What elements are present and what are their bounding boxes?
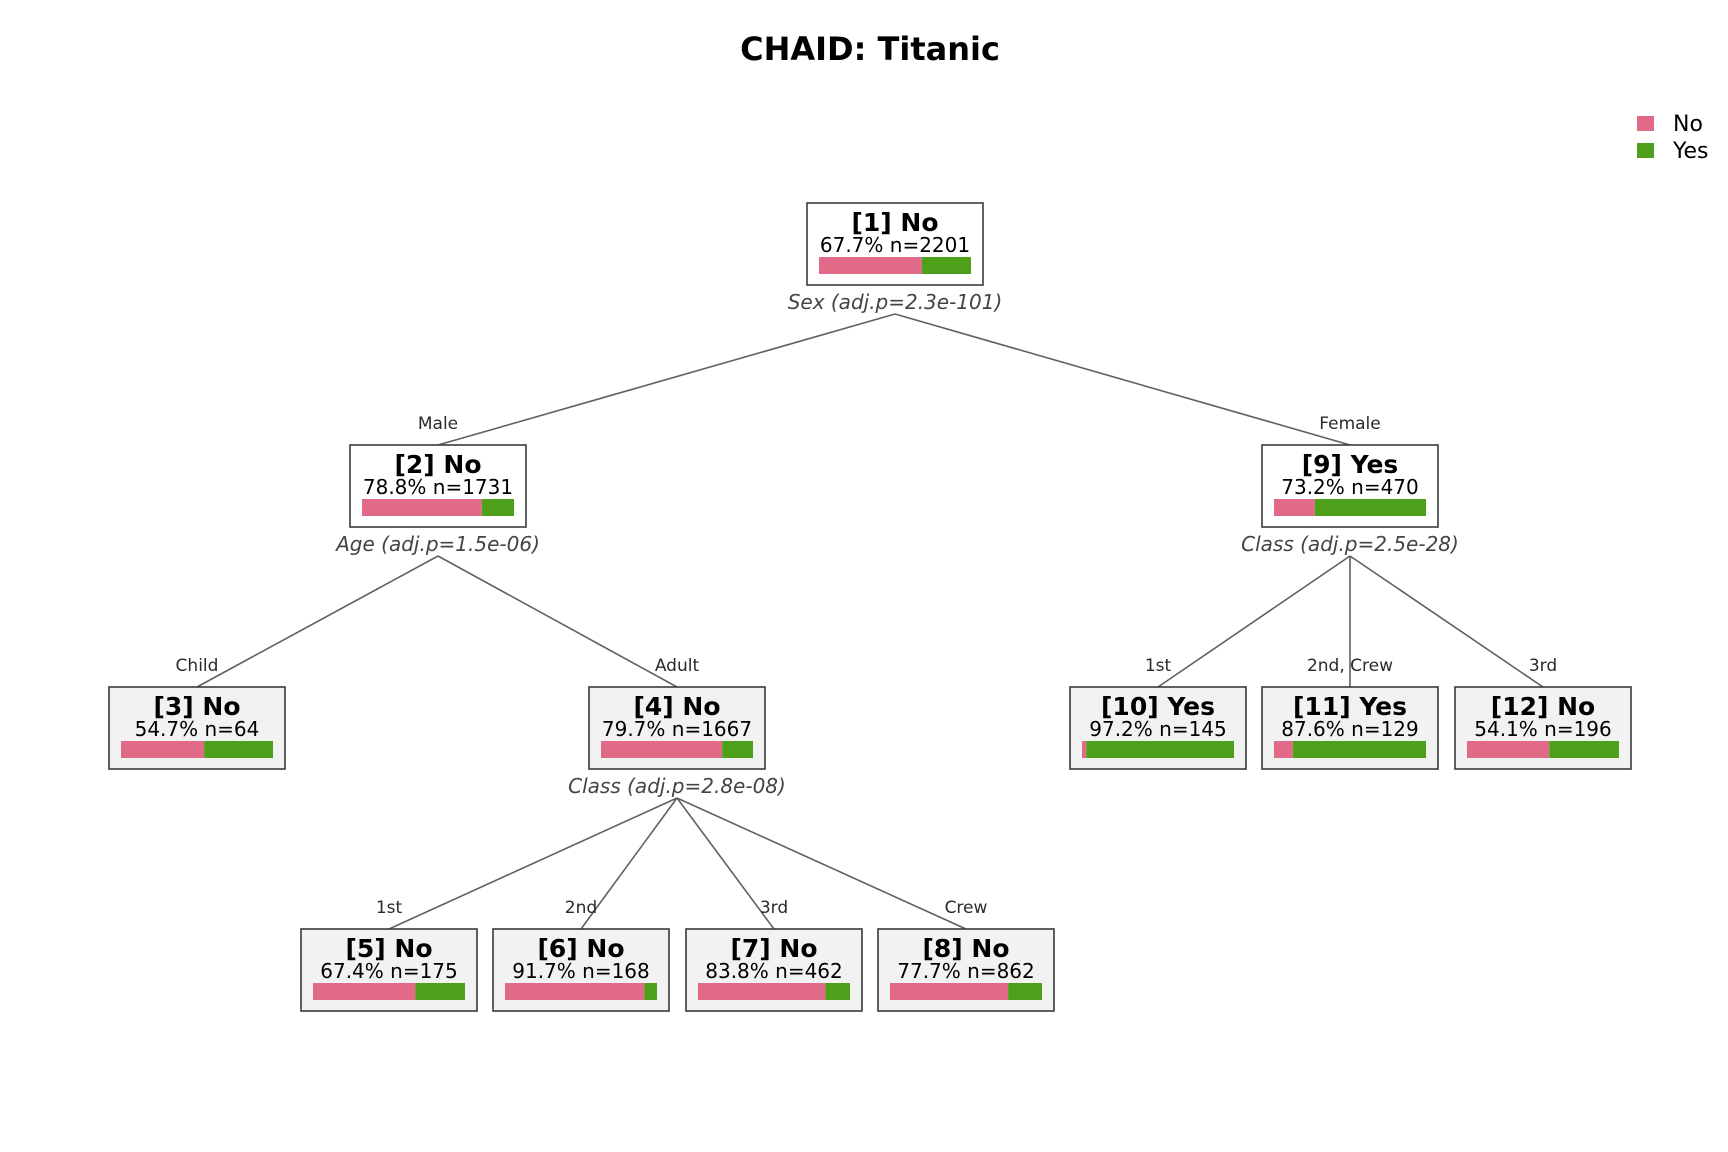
bar-segment-yes — [415, 983, 465, 1000]
diagram-title: CHAID: Titanic — [740, 30, 1000, 68]
edge-label-9-12: 3rd — [1529, 656, 1557, 676]
edge-4-6 — [580, 797, 678, 930]
bar-segment-no — [1082, 741, 1087, 758]
node-title: [7] No — [730, 934, 817, 963]
edge-label-1-2: Male — [418, 414, 458, 434]
node-title: [10] Yes — [1101, 692, 1215, 721]
node-stats: 79.7% n=1667 — [602, 717, 752, 741]
edge-1-9 — [894, 313, 1351, 446]
edge-label-4-7: 3rd — [760, 898, 788, 918]
edge-label-4-8: Crew — [945, 898, 988, 918]
node-title: [1] No — [851, 208, 938, 237]
edge-4-8 — [676, 797, 967, 930]
node-stats: 91.7% n=168 — [512, 959, 650, 983]
node-stats: 97.2% n=145 — [1089, 717, 1227, 741]
legend-swatch-yes — [1637, 143, 1654, 158]
bar-segment-no — [313, 983, 416, 1000]
node-title: [12] No — [1491, 692, 1595, 721]
edge-9-12 — [1349, 555, 1544, 688]
node-stats: 73.2% n=470 — [1281, 475, 1419, 499]
edge-4-5 — [388, 797, 678, 930]
bar-segment-yes — [481, 499, 514, 516]
legend-swatch-no — [1637, 116, 1654, 131]
node-title: [5] No — [345, 934, 432, 963]
bar-segment-no — [505, 983, 645, 1000]
edge-9-10 — [1157, 555, 1351, 688]
bar-segment-no — [121, 741, 205, 758]
node-title: [6] No — [537, 934, 624, 963]
node-stats: 78.8% n=1731 — [363, 475, 513, 499]
node-stats: 83.8% n=462 — [705, 959, 843, 983]
bar-segment-no — [1467, 741, 1550, 758]
bar-segment-yes — [722, 741, 753, 758]
edge-4-7 — [676, 797, 775, 930]
bar-segment-yes — [825, 983, 850, 1000]
edge-label-9-11: 2nd, Crew — [1307, 656, 1393, 676]
edge-label-1-9: Female — [1319, 414, 1380, 434]
bar-segment-yes — [1008, 983, 1042, 1000]
edge-label-9-10: 1st — [1145, 656, 1172, 676]
bar-segment-yes — [1549, 741, 1619, 758]
bar-segment-no — [1274, 499, 1315, 516]
legend-label-no: No — [1673, 112, 1703, 137]
bar-segment-no — [698, 983, 826, 1000]
bar-segment-yes — [644, 983, 657, 1000]
bar-segment-yes — [1292, 741, 1426, 758]
node-stats: 54.7% n=64 — [135, 717, 260, 741]
bar-segment-yes — [921, 257, 971, 274]
node-title: [4] No — [633, 692, 720, 721]
split-label: Sex (adj.p=2.3e-101) — [788, 290, 1003, 314]
bar-segment-no — [362, 499, 482, 516]
node-title: [2] No — [394, 450, 481, 479]
split-label: Class (adj.p=2.5e-28) — [1241, 532, 1459, 556]
split-label: Age (adj.p=1.5e-06) — [334, 532, 540, 556]
split-label: Class (adj.p=2.8e-08) — [568, 774, 786, 798]
node-title: [8] No — [922, 934, 1009, 963]
bar-segment-yes — [1314, 499, 1426, 516]
edge-2-4 — [437, 555, 678, 688]
bar-segment-no — [1274, 741, 1293, 758]
edge-1-2 — [437, 313, 896, 446]
node-title: [3] No — [153, 692, 240, 721]
bar-segment-no — [890, 983, 1009, 1000]
edge-label-4-6: 2nd — [565, 898, 597, 918]
node-stats: 67.4% n=175 — [320, 959, 458, 983]
edge-2-3 — [196, 555, 439, 688]
node-stats: 87.6% n=129 — [1281, 717, 1419, 741]
node-stats: 67.7% n=2201 — [820, 233, 970, 257]
bar-segment-no — [819, 257, 922, 274]
node-stats: 77.7% n=862 — [897, 959, 1035, 983]
bar-segment-no — [601, 741, 723, 758]
legend-label-yes: Yes — [1672, 139, 1709, 164]
node-stats: 54.1% n=196 — [1474, 717, 1612, 741]
edge-label-2-3: Child — [176, 656, 219, 676]
bar-segment-yes — [1086, 741, 1234, 758]
node-title: [11] Yes — [1293, 692, 1407, 721]
edge-label-2-4: Adult — [655, 656, 700, 676]
edge-label-4-5: 1st — [376, 898, 403, 918]
bar-segment-yes — [204, 741, 273, 758]
node-title: [9] Yes — [1302, 450, 1399, 479]
